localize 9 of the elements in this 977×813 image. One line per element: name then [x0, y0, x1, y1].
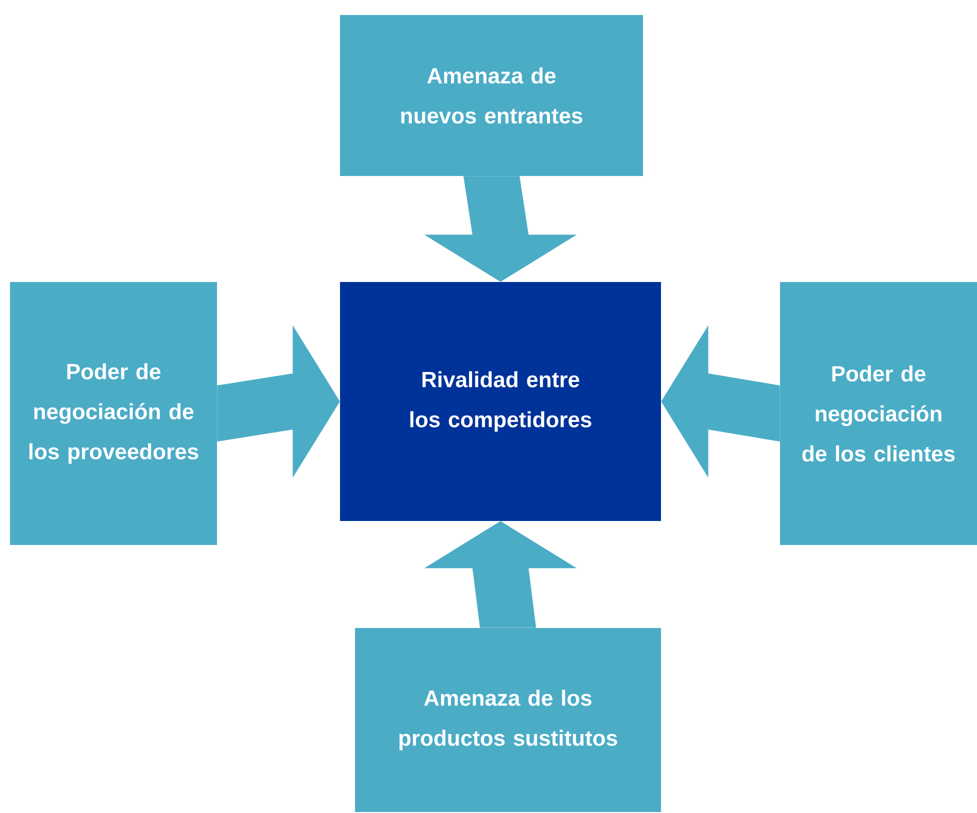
block-arrow: [217, 325, 340, 478]
block-arrow: [424, 521, 577, 628]
text-box: Poder de negociación de los clientes: [780, 282, 977, 545]
block-arrow: [424, 176, 577, 282]
block-arrow: [661, 325, 780, 478]
text-box: Poder de negociación de los proveedores: [10, 282, 217, 545]
text-box: Rivalidad entre los competidores: [340, 282, 661, 521]
text-box: Amenaza de nuevos entrantes: [340, 14, 643, 176]
text-box: Amenaza de los productos sustitutos: [355, 628, 661, 812]
